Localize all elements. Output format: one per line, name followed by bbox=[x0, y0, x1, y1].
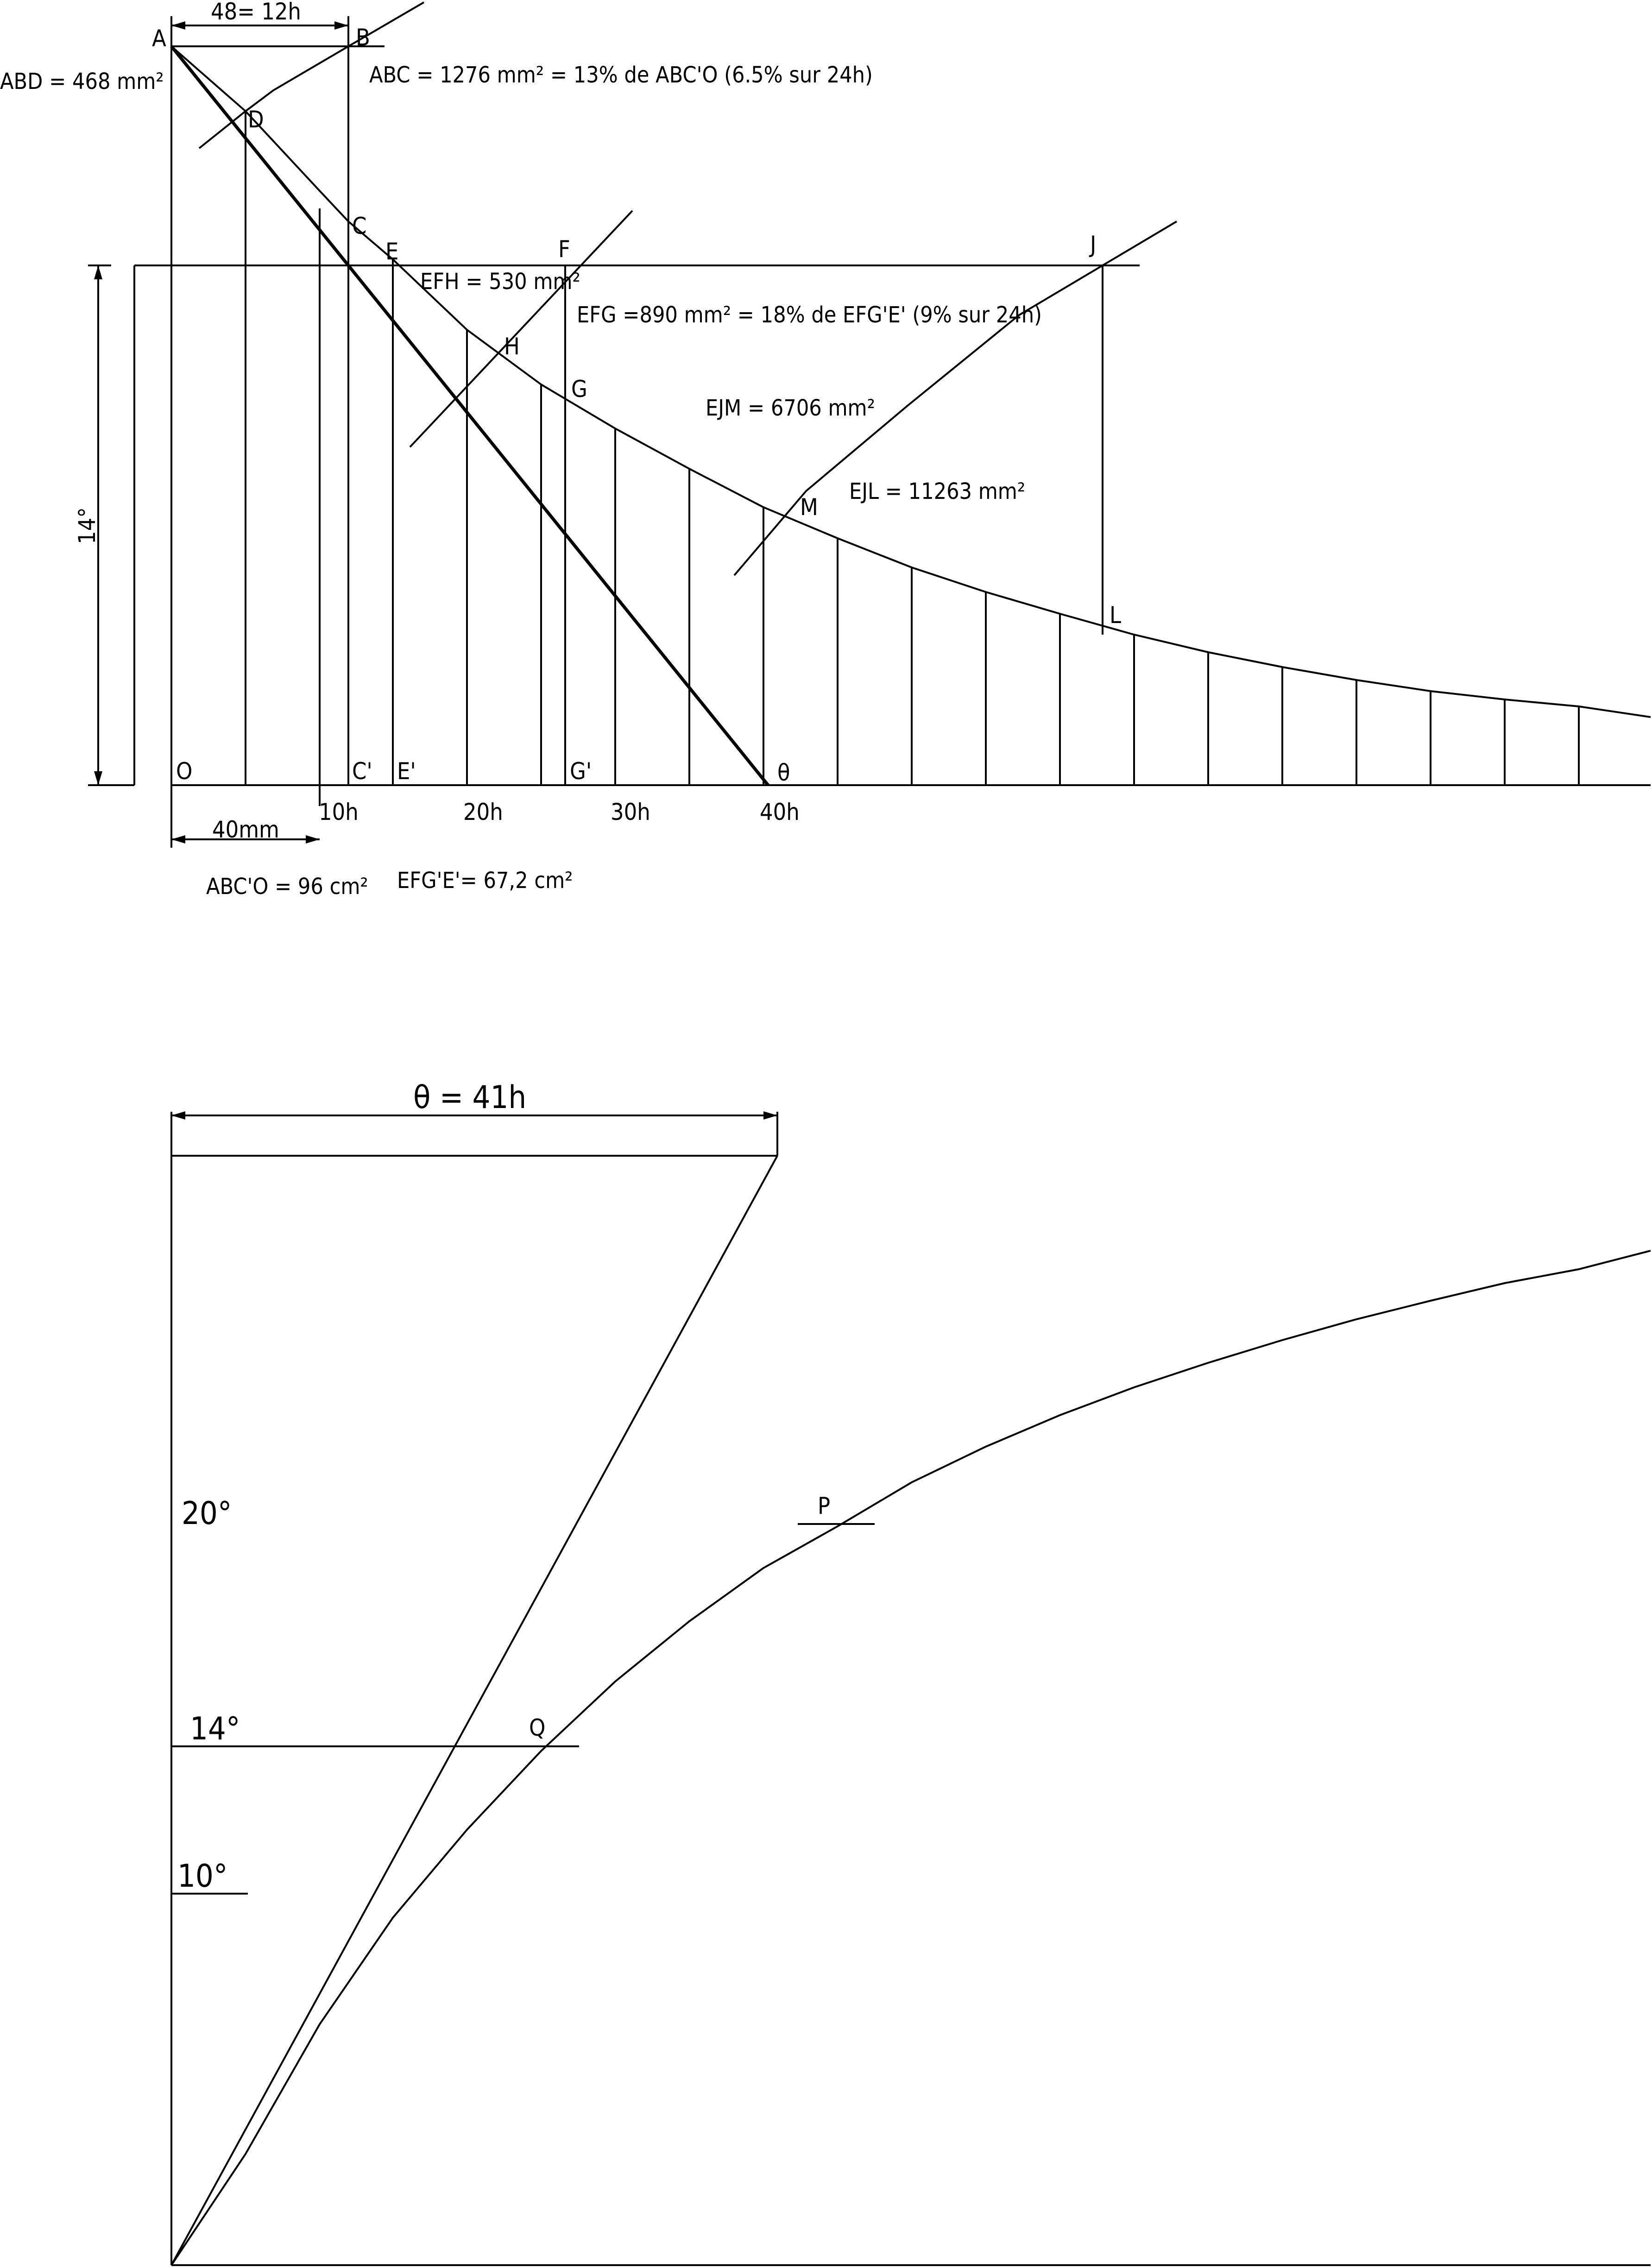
note-efh: EFH = 530 mm² bbox=[420, 269, 580, 295]
point-label-theta: θ bbox=[777, 759, 790, 786]
time-tick-30h: 30h bbox=[611, 799, 650, 825]
point-label-E: E bbox=[385, 238, 398, 265]
point-label-H: H bbox=[504, 333, 520, 360]
point-label-D: D bbox=[248, 106, 264, 133]
note-abd: ABD = 468 mm² bbox=[0, 69, 164, 94]
dimension-label-top: 48= 12h bbox=[211, 0, 301, 25]
bottom-diagram bbox=[170, 1111, 1651, 2266]
dimension-label-left: 14° bbox=[74, 507, 101, 544]
note-efg: EFG =890 mm² = 18% de EFG'E' (9% sur 24h… bbox=[577, 302, 1042, 328]
point-label-O: O bbox=[176, 758, 192, 785]
note-ejl: EJL = 11263 mm² bbox=[849, 479, 1025, 504]
tangent-line-D bbox=[198, 1, 425, 149]
point-label-C-prime: C' bbox=[352, 758, 372, 785]
point-label-G-prime: G' bbox=[570, 758, 592, 785]
point-label-Q: Q bbox=[529, 1714, 545, 1741]
cooling-curve bbox=[170, 45, 1651, 718]
point-label-B: B bbox=[356, 24, 370, 51]
bottom-labels: θ = 41h 20° 14° 10° P Q bbox=[177, 1079, 830, 1895]
time-tick-40h: 40h bbox=[760, 799, 800, 825]
point-label-P: P bbox=[818, 1492, 830, 1519]
diagonal-line bbox=[170, 1155, 778, 2266]
level-label-14: 14° bbox=[190, 1711, 240, 1747]
point-label-J: J bbox=[1089, 231, 1096, 258]
note-ejm: EJM = 6706 mm² bbox=[706, 395, 875, 421]
point-label-G: G bbox=[571, 376, 587, 403]
time-tick-10h: 10h bbox=[319, 799, 359, 825]
point-label-A: A bbox=[152, 25, 166, 52]
level-label-10: 10° bbox=[177, 1858, 227, 1895]
heating-curve bbox=[170, 1250, 1651, 2266]
tangent-line-M bbox=[733, 220, 1178, 576]
note-abco: ABC'O = 96 cm² bbox=[206, 874, 368, 900]
top-labels: A B D C E F J H G M L O C' E' G' θ 48= 1… bbox=[0, 0, 1121, 900]
dimension-label-bottom: 40mm bbox=[212, 816, 279, 843]
note-abc: ABC = 1276 mm² = 13% de ABC'O (6.5% sur … bbox=[369, 62, 873, 88]
level-label-20: 20° bbox=[182, 1495, 232, 1532]
point-label-L: L bbox=[1110, 602, 1121, 629]
tangent-line-H bbox=[409, 210, 633, 448]
note-efge: EFG'E'= 67,2 cm² bbox=[397, 868, 573, 894]
line-A-theta bbox=[170, 45, 769, 787]
point-label-C: C bbox=[352, 213, 366, 239]
point-label-M: M bbox=[800, 494, 818, 521]
point-label-F: F bbox=[558, 236, 570, 263]
time-tick-20h: 20h bbox=[463, 799, 503, 825]
point-label-E-prime: E' bbox=[397, 758, 416, 785]
top-diagram bbox=[88, 1, 1651, 848]
dimension-label-theta: θ = 41h bbox=[413, 1079, 526, 1116]
curve-hatching bbox=[245, 111, 1580, 785]
